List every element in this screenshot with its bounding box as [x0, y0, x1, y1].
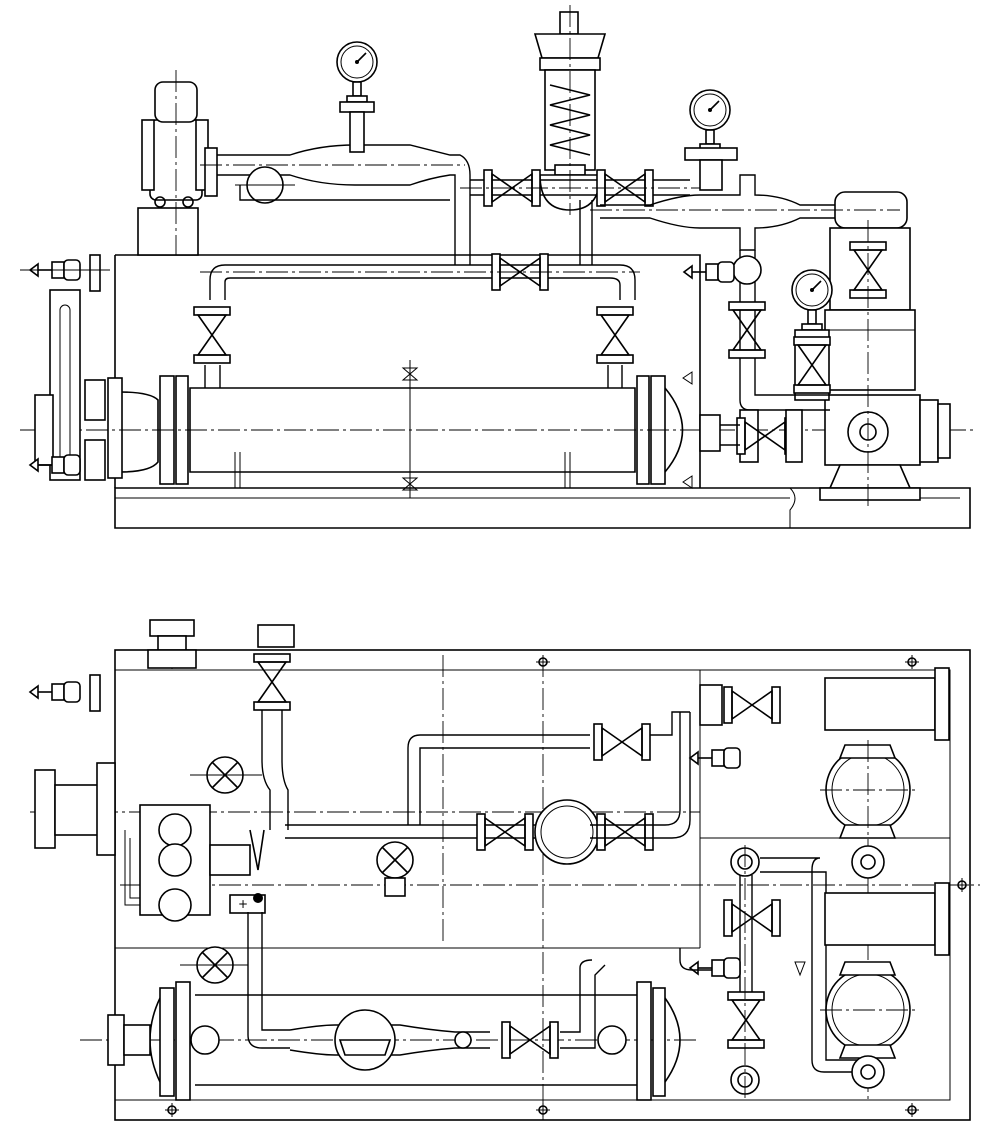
pressure-reducing-valve [533, 5, 607, 215]
front-elevation [20, 5, 975, 529]
plus-sign: + [238, 897, 248, 911]
header-pipe [193, 200, 640, 388]
plan-top-fittings [29, 619, 197, 856]
top-valve-line [460, 169, 700, 207]
plan-view: + [29, 619, 980, 1121]
regulator-block: + [124, 804, 266, 922]
plan-right-assembly [679, 667, 950, 1100]
right-steam-line [590, 89, 908, 251]
plan-lower-vessel [107, 959, 681, 1101]
plan-lower-drop [180, 912, 290, 1049]
pump-assembly [791, 220, 951, 510]
plan-vertical-valve [190, 624, 295, 830]
top-steam-line [200, 41, 471, 265]
level-gauge [20, 254, 110, 481]
control-unit [137, 70, 209, 256]
plan-main-header [285, 711, 741, 897]
base-skid [114, 487, 971, 529]
drain-line [683, 250, 830, 463]
heat-exchanger-shell [107, 360, 693, 498]
